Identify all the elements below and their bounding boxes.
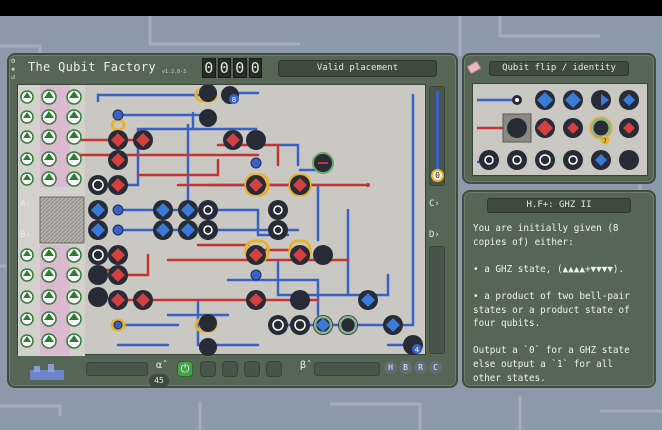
output-port-d: D› [429, 230, 440, 240]
side-menu[interactable]: ⚙◈↺ [11, 57, 16, 81]
mode-button-h[interactable]: H [384, 361, 397, 374]
output-track-c: 0 [429, 86, 445, 186]
output-port-c: C› [429, 199, 440, 209]
level-panel [462, 190, 656, 388]
level-title: H.F+: GHZ II [487, 198, 631, 213]
counter-digit: 0 [217, 58, 231, 78]
top-bar [0, 0, 662, 16]
power-icon: ⏻ [180, 362, 190, 375]
output-value-display: 0 [431, 169, 444, 182]
port-a-label: A [20, 199, 26, 209]
counter-digit: 0 [202, 58, 216, 78]
circuit-diagram[interactable]: 8 4 [18, 85, 427, 356]
output-track-d [429, 246, 445, 354]
control-slot-2[interactable] [222, 361, 238, 377]
control-slot-4[interactable] [266, 361, 282, 377]
alpha-slider[interactable] [86, 362, 148, 376]
tool-badge: 7 [603, 138, 607, 145]
app-version: v1.2.0-3 [162, 69, 187, 75]
port-d-label: D [429, 230, 435, 240]
beta-label: β̂ [300, 360, 307, 371]
factory-logo [30, 364, 64, 380]
power-button[interactable]: ⏻ [177, 361, 193, 377]
circuit-board[interactable]: 8 4 [17, 84, 427, 356]
status-message: Valid placement [278, 60, 437, 77]
step-counter: 0 0 0 0 [202, 58, 262, 78]
tool-palette[interactable]: 7 [472, 83, 648, 176]
mode-button-b[interactable]: B [399, 361, 412, 374]
alpha-label: α̂ [156, 360, 163, 371]
beta-slider[interactable] [314, 362, 380, 376]
counter-digit: 0 [233, 58, 247, 78]
input-port-b: B› [20, 230, 31, 240]
board-badge-4: 4 [415, 346, 420, 354]
level-description: You are initially given (8 copies of) ei… [473, 223, 630, 384]
mode-button-c[interactable]: C [429, 361, 442, 374]
tool-title: Qubit flip / identity [489, 61, 629, 76]
port-b-label: B [20, 230, 26, 240]
app-title: The Qubit Factory [28, 60, 156, 74]
background-circuit-pattern [0, 16, 662, 430]
hatched-block [39, 196, 85, 244]
tool-palette-icons[interactable]: 7 [473, 84, 649, 177]
control-slot-3[interactable] [244, 361, 260, 377]
mode-button-r[interactable]: R [414, 361, 427, 374]
control-slot-1[interactable] [200, 361, 216, 377]
speed-indicator: 45 [149, 374, 169, 388]
port-c-label: C [429, 199, 435, 209]
input-port-a: A› [20, 199, 31, 209]
counter-digit: 0 [248, 58, 262, 78]
board-badge-8: 8 [232, 96, 236, 104]
